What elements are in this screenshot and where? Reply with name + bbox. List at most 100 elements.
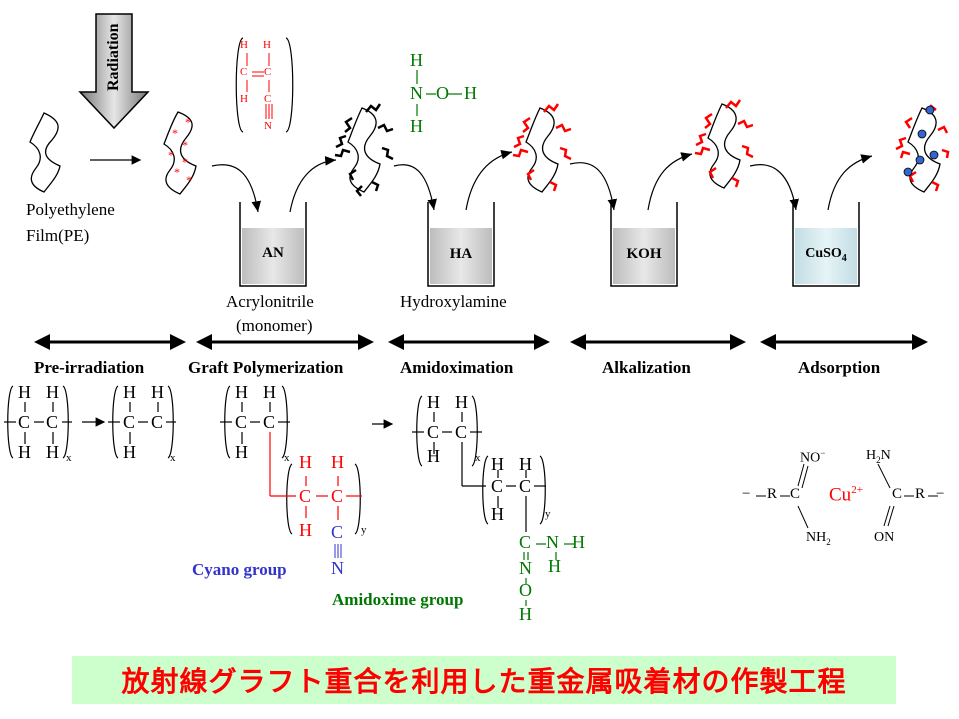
beaker-ha-label: HA — [449, 246, 473, 262]
cx-no-minus: − — [820, 448, 826, 458]
cx-no-text: NO — [800, 450, 821, 466]
stage-pre-irradiation: Pre-irradiation — [34, 358, 145, 377]
pe-x: x — [66, 452, 72, 464]
gr-c1: C — [235, 412, 248, 432]
beaker-an-label: AN — [262, 245, 284, 261]
grafted-unit-bonds — [220, 385, 361, 535]
cx-c2: C — [892, 486, 903, 502]
ha-n: N — [410, 83, 423, 103]
beaker-cuso4 — [792, 202, 860, 287]
grafted-red-bonds — [269, 432, 362, 518]
am-h5: H — [519, 454, 532, 474]
am-h9: H — [519, 604, 532, 624]
am-c1: C — [427, 422, 440, 442]
an-h2: H — [263, 39, 271, 51]
cuso4-subscript: 4 — [841, 252, 847, 264]
beaker-an — [239, 202, 307, 287]
am-h3: H — [427, 446, 440, 466]
cx-h2n-sub: 2 — [876, 454, 881, 465]
pe-c1: C — [18, 412, 31, 432]
ha-h-top: H — [410, 50, 423, 70]
footer-banner: 放射線グラフト重合を利用した重金属吸着材の作製工程 — [72, 656, 896, 704]
cx-h2n: H2N — [866, 448, 891, 465]
beaker-ha — [427, 202, 495, 287]
cx-on: ON — [874, 530, 895, 545]
am-c2: C — [455, 422, 468, 442]
stage-amidoximation: Amidoximation — [400, 358, 514, 377]
am-h2: H — [455, 392, 468, 412]
radical-asterisks: *** **** — [168, 115, 192, 187]
grafted-film — [334, 103, 394, 197]
svg-text:*: * — [168, 148, 174, 162]
cx-h2n-h: H — [866, 448, 877, 463]
am-x: x — [475, 452, 481, 464]
cx-h2n-n: N — [880, 448, 891, 463]
amidoxime-group-label: Amidoxime group — [332, 590, 464, 609]
gr-h2: H — [263, 382, 276, 402]
rad-x: x — [170, 452, 176, 464]
cx-c1: C — [790, 486, 801, 502]
gr-n: N — [331, 558, 344, 578]
pe-h4: H — [46, 442, 59, 462]
cyano-group-label: Cyano group — [192, 560, 287, 579]
pe-c2: C — [46, 412, 59, 432]
ha-h-bottom: H — [410, 116, 423, 136]
ha-bonds — [416, 70, 462, 116]
rad-h2: H — [151, 382, 164, 402]
gr-c5: C — [331, 522, 344, 542]
cx-dash2: − — [936, 486, 945, 502]
stage-arrowheads — [34, 334, 928, 350]
am-c3: C — [491, 476, 504, 496]
an-c2: C — [264, 66, 272, 78]
an-bracket-left — [235, 37, 244, 133]
process-arrows — [211, 149, 873, 213]
an-n: N — [264, 120, 272, 132]
gr-x: x — [284, 452, 290, 464]
cu-complex-bonds — [756, 463, 938, 529]
svg-text:*: * — [186, 173, 192, 187]
am-c5: C — [519, 532, 532, 552]
cx-r2: R — [915, 486, 926, 502]
pe-h1: H — [18, 382, 31, 402]
amidoximated-film — [512, 103, 572, 193]
am-h1: H — [427, 392, 440, 412]
cx-nh2-sub: 2 — [826, 536, 831, 547]
am-h6: H — [491, 504, 504, 524]
stage-adsorption: Adsorption — [798, 358, 881, 377]
an-c3: C — [264, 93, 272, 105]
beaker-koh — [610, 202, 678, 287]
stage-graft-polymerization: Graft Polymerization — [188, 358, 344, 377]
film-pe-label: Film(PE) — [26, 226, 90, 245]
am-n1: N — [546, 532, 559, 552]
monomer-label: (monomer) — [236, 316, 313, 335]
an-cn-triple — [265, 104, 273, 119]
svg-text:*: * — [174, 165, 180, 179]
cuso4-text: CuSO — [805, 246, 842, 261]
an-h3: H — [240, 93, 248, 105]
am-c4: C — [519, 476, 532, 496]
gr-h4: H — [299, 452, 312, 472]
pe-film — [29, 112, 61, 193]
am-h7: H — [572, 532, 585, 552]
cx-no: NO− — [800, 448, 825, 467]
rad-c1: C — [123, 412, 136, 432]
am-h4: H — [491, 454, 504, 474]
polyethylene-label: Polyethylene — [26, 200, 115, 219]
an-bonds — [246, 53, 270, 92]
rad-c2: C — [151, 412, 164, 432]
pe-h3: H — [18, 442, 31, 462]
gr-h1: H — [235, 382, 248, 402]
rad-h1: H — [123, 382, 136, 402]
grafted-cn-triple — [334, 544, 342, 558]
adsorbed-film — [895, 104, 950, 193]
gr-h3: H — [235, 442, 248, 462]
svg-text:*: * — [182, 155, 188, 169]
stage-alkalization: Alkalization — [602, 358, 691, 377]
am-n2: N — [519, 558, 532, 578]
cx-nh2-text: NH — [806, 530, 827, 545]
footer-title: 放射線グラフト重合を利用した重金属吸着材の作製工程 — [121, 665, 847, 698]
alkalized-film — [694, 99, 754, 189]
gr-c3: C — [299, 486, 312, 506]
